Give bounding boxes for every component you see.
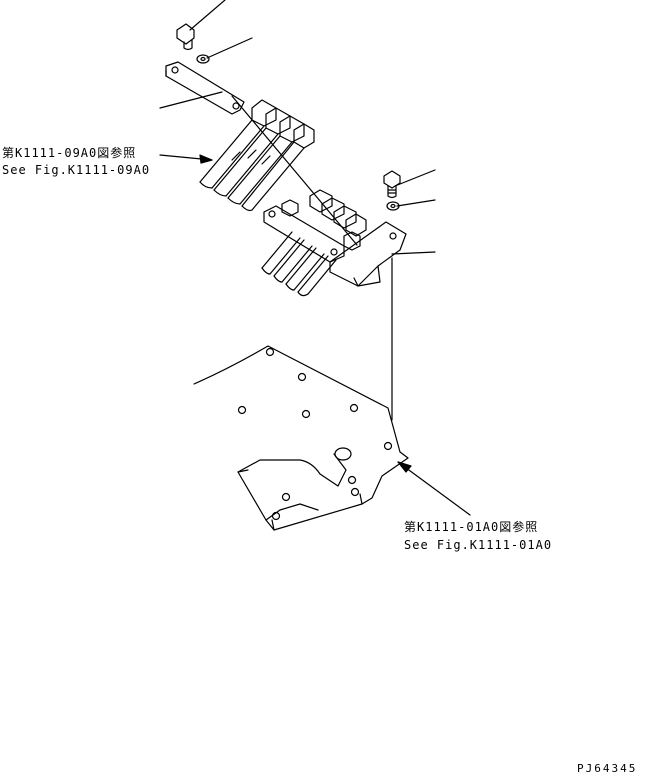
callout-arrows	[159, 154, 471, 516]
frame-plate	[193, 345, 409, 531]
right-washer	[386, 201, 400, 211]
drawing-number: PJ64345	[577, 762, 638, 775]
callout-lower-jp: 第K1111-01A0図参照	[404, 520, 539, 534]
right-bolt	[383, 170, 401, 199]
upper-washer	[196, 54, 210, 64]
upper-hose-bundle	[199, 99, 315, 212]
upper-clamp-plate	[165, 61, 245, 115]
lower-clamp-bracket	[261, 189, 407, 297]
callout-upper-jp: 第K1111-09A0図参照	[2, 146, 137, 160]
callout-upper-en: See Fig.K1111-09A0	[2, 163, 151, 177]
upper-bolt	[176, 23, 195, 51]
callout-lower-en: See Fig.K1111-01A0	[404, 538, 553, 552]
